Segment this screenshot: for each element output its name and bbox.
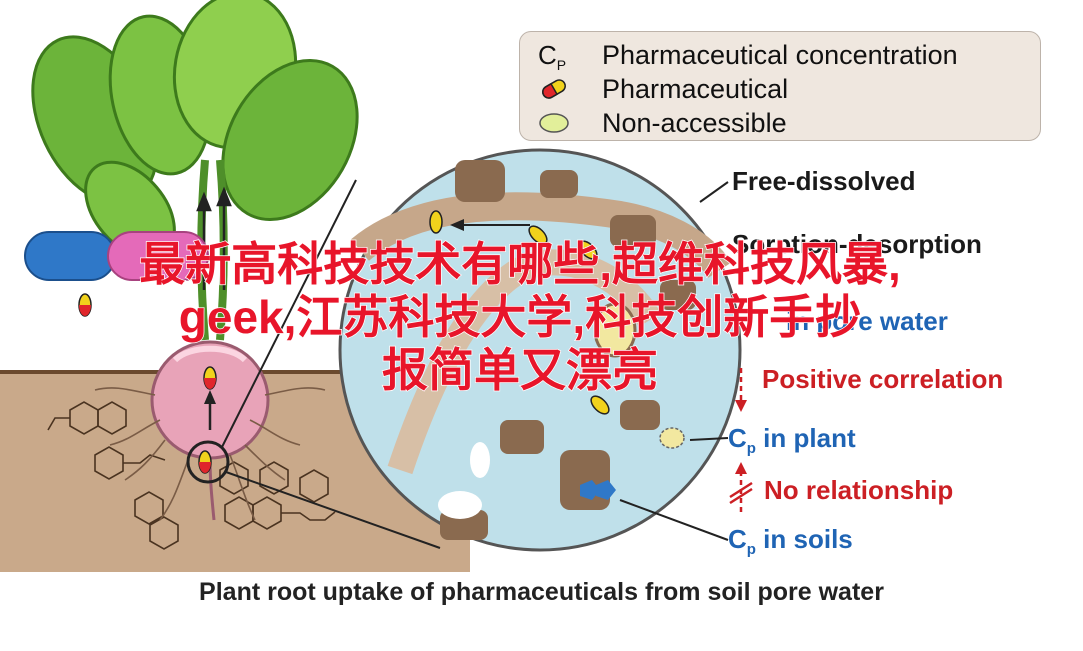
- zoom-line-bottom: [225, 471, 441, 549]
- plant-pills: [78, 293, 217, 474]
- watermark-line-2: geek,江苏科技大学,科技创新手抄: [178, 290, 862, 344]
- watermark-text: 最新高科技技术有哪些,超维科技风暴, geek,江苏科技大学,科技创新手抄 报简…: [20, 237, 1020, 397]
- legend-item-pharmaceutical: Pharmaceutical: [520, 72, 1040, 106]
- label-cp-in-plant: Cp in plant: [728, 423, 856, 458]
- label-cp-in-soils: Cp in soils: [728, 524, 853, 559]
- label-positive-correlation: Positive correlation: [762, 364, 1004, 394]
- pill-icon: [534, 76, 574, 102]
- green-oval-icon: [534, 110, 574, 136]
- stem-arrows: [196, 186, 232, 290]
- watermark-line-3: 报简单又漂亮: [381, 343, 659, 397]
- zoom-circle: [338, 148, 742, 552]
- connector-lines: [619, 181, 729, 541]
- diagram-caption: Plant root uptake of pharmaceuticals fro…: [199, 578, 884, 606]
- legend-label-pharmaceutical: Pharmaceutical: [602, 74, 789, 104]
- relation-arrows: [729, 368, 753, 512]
- large-capsule: [24, 231, 209, 281]
- label-sorption-desorption: Sorption-desorption: [732, 229, 982, 259]
- label-free-dissolved: Free-dissolved: [732, 166, 916, 196]
- label-pore-water: in pore water: [786, 306, 948, 336]
- label-no-relationship: No relationship: [764, 475, 954, 505]
- chemical-structures: [47, 401, 336, 550]
- legend-item-non-accessible: Non-accessible: [520, 106, 1040, 140]
- legend-box: CP Pharmaceutical concentration Pharmace…: [519, 31, 1041, 141]
- legend-item-cp: CP Pharmaceutical concentration: [520, 38, 1040, 74]
- legend-label-non-accessible: Non-accessible: [602, 108, 787, 138]
- root-bulb: [150, 340, 270, 521]
- zoom-source-circle: [186, 440, 230, 484]
- legend-label-concentration: Pharmaceutical concentration: [602, 40, 958, 70]
- zoom-line-top: [221, 179, 357, 448]
- watermark-line-1: 最新高科技技术有哪些,超维科技风暴,: [138, 237, 901, 291]
- cp-symbol: CP: [538, 40, 567, 74]
- root-hairs: [94, 387, 326, 521]
